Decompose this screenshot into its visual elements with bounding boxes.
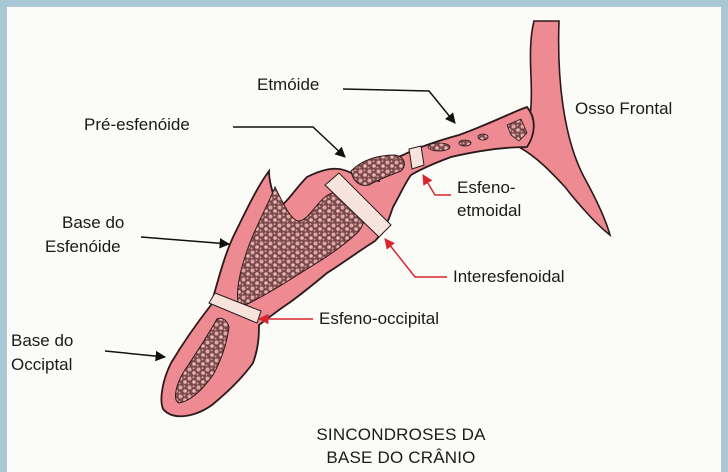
- ethmoid-cell: [478, 134, 488, 140]
- arrow-interesfenoidal: [385, 239, 447, 277]
- label-base-occipital-line1: Base do: [11, 331, 73, 351]
- arrow-base-esfenoide: [141, 237, 229, 244]
- arrow-pre-esfenoide: [233, 127, 345, 157]
- arrow-esfeno-etmoidal: [423, 175, 451, 195]
- label-base-occipital-line2: Occiptal: [11, 355, 72, 375]
- skull-base-bone: [161, 107, 533, 416]
- caption-line2: BASE DO CRÂNIO: [271, 448, 531, 468]
- arrow-base-occipital: [105, 351, 165, 357]
- ethmoid-cell: [459, 140, 471, 146]
- label-pre-esfenoide: Pré-esfenóide: [84, 115, 190, 135]
- label-interesfenoidal: Interesfenoidal: [453, 267, 565, 287]
- ethmoid-cell: [428, 143, 450, 151]
- label-base-esfenoide-line1: Base do: [62, 213, 124, 233]
- label-esfeno-occipital: Esfeno-occipital: [319, 309, 439, 329]
- diagram-panel: Etmóide Pré-esfenóide Osso Frontal Base …: [7, 7, 721, 472]
- label-osso-frontal: Osso Frontal: [575, 99, 672, 119]
- label-esfeno-etmoidal-line1: Esfeno-: [457, 178, 516, 198]
- label-base-esfenoide-line2: Esfenóide: [45, 237, 121, 257]
- label-esfeno-etmoidal-line2: etmoidal: [457, 201, 521, 221]
- label-etmoide: Etmóide: [257, 75, 319, 95]
- arrow-etmoide: [343, 89, 455, 123]
- sphenoethmoidal-synchondrosis: [409, 146, 424, 169]
- caption-line1: SINCONDROSES DA: [271, 425, 531, 445]
